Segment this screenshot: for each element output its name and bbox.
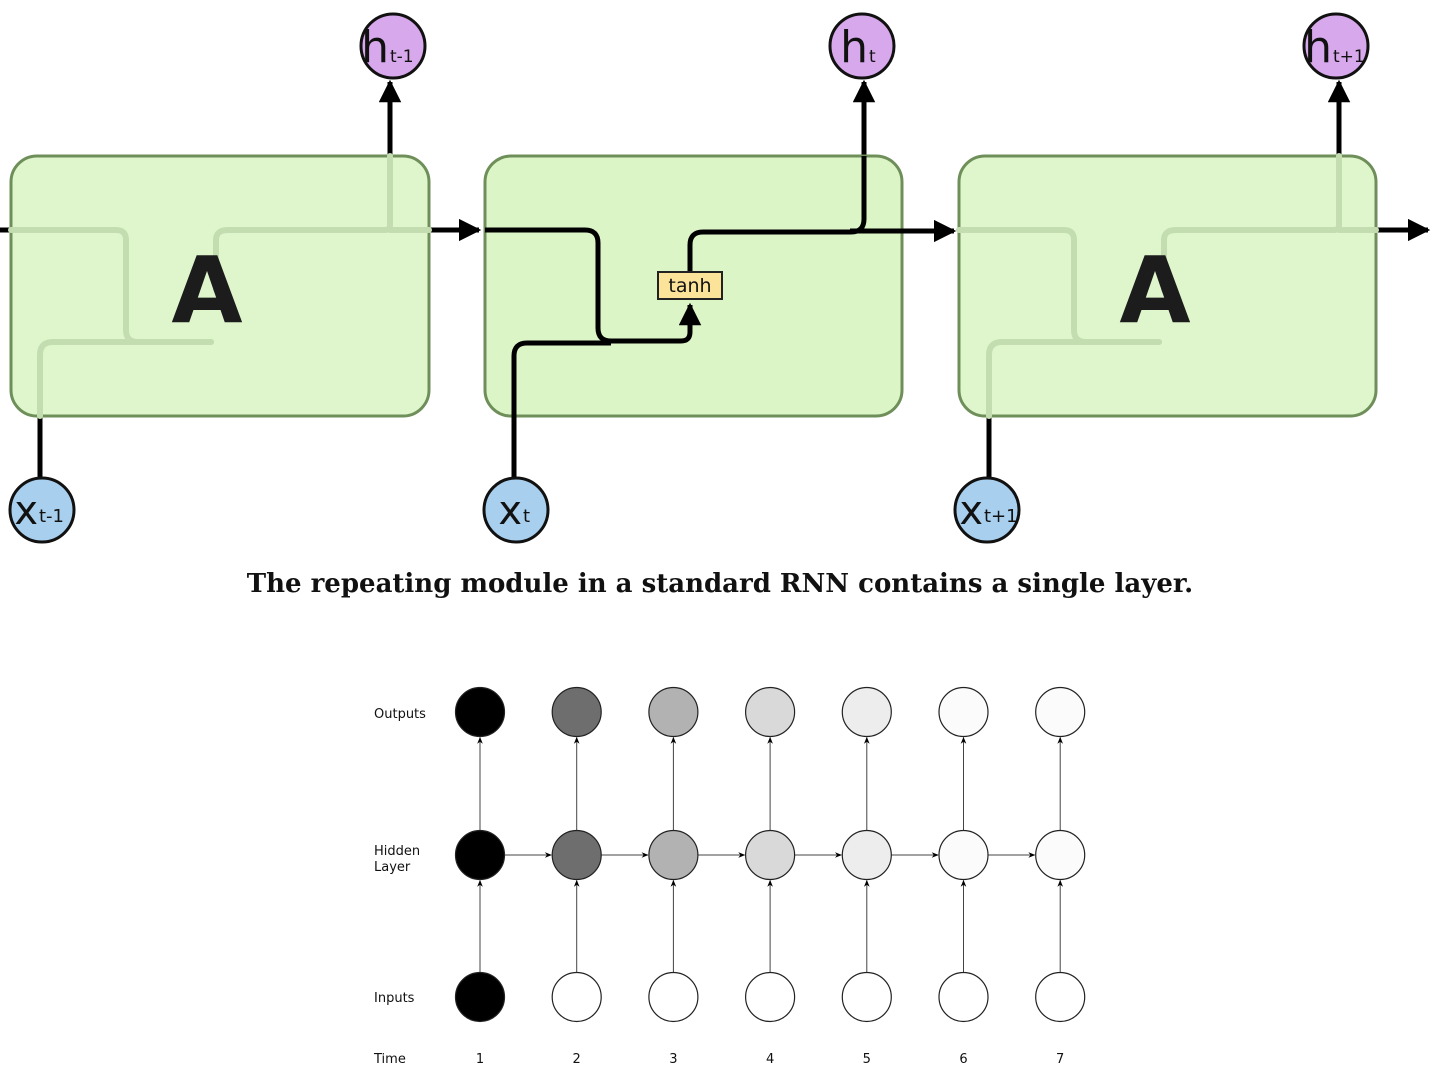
output-subscript: t+1 (1333, 47, 1365, 67)
module-label: A (1119, 237, 1190, 344)
faint-internal-wiring (956, 153, 1379, 419)
input-circle (953, 476, 1021, 544)
output-symbol: h (840, 22, 868, 73)
prev-hidden-to-tanh (485, 227, 702, 344)
hidden-node (938, 829, 989, 881)
input-circle (8, 476, 76, 544)
time-step-5: 5 (841, 686, 939, 1067)
figure-caption: The repeating module in a standard RNN c… (247, 569, 1193, 599)
unfolded-network-diagram: Outputs Hidden Layer Inputs Time 1 2 3 4 5 6 7 (373, 686, 1086, 1067)
hidden-node (551, 829, 602, 881)
row-label-outputs: Outputs (374, 707, 426, 722)
module-label: A (171, 237, 242, 344)
faint-internal-wiring (8, 153, 432, 419)
output-circle (828, 12, 896, 80)
hidden-node (454, 829, 506, 881)
output-subscript: t-1 (390, 47, 414, 67)
output-symbol: h (361, 22, 389, 73)
output-circle (359, 12, 427, 80)
time-step-3: 3 (648, 686, 746, 1067)
input-node (551, 971, 602, 1023)
input-node (454, 971, 506, 1023)
time-step-label: 4 (766, 1052, 774, 1067)
output-node (1035, 686, 1086, 738)
input-node (1035, 971, 1086, 1023)
input-node (938, 971, 989, 1023)
output-circle (1302, 12, 1370, 80)
row-label-hidden-line1: Hidden (374, 844, 420, 859)
row-label-inputs: Inputs (374, 991, 415, 1006)
input-subscript: t (523, 506, 530, 527)
tanh-box (657, 271, 723, 300)
input-subscript: t-1 (39, 506, 64, 527)
hidden-node (841, 829, 892, 881)
input-node (744, 971, 796, 1023)
output-node (841, 686, 892, 738)
tanh-label: tanh (668, 275, 711, 297)
time-step-2: 2 (551, 686, 649, 1067)
time-step-label: 5 (863, 1052, 871, 1067)
time-step-6: 6 (938, 686, 1036, 1067)
output-node (744, 686, 796, 738)
internal-wiring (485, 156, 867, 470)
input-symbol: x (959, 488, 983, 534)
input-circle (482, 476, 550, 544)
input-symbol: x (498, 488, 522, 534)
time-step-7: 7 (1035, 686, 1086, 1067)
tanh-layer: tanh (657, 271, 723, 300)
module-box (957, 154, 1378, 418)
row-label-hidden-line2: Layer (374, 860, 411, 875)
row-label-time: Time (373, 1052, 406, 1067)
module-box (9, 154, 431, 418)
output-node (454, 686, 506, 738)
output-node (551, 686, 602, 738)
time-step-label: 6 (959, 1052, 967, 1067)
input-node (841, 971, 892, 1023)
input-node (648, 971, 699, 1023)
time-step-1: 1 (454, 686, 552, 1067)
rnn-module-1: A (8, 153, 432, 419)
rnn-module-3: A (956, 153, 1379, 419)
time-step-4: 4 (744, 686, 842, 1067)
time-step-label: 7 (1056, 1052, 1064, 1067)
time-step-label: 2 (573, 1052, 581, 1067)
input-symbol: x (14, 488, 38, 534)
time-step-label: 1 (476, 1052, 484, 1067)
output-node (938, 686, 989, 738)
rnn-module-2: tanh (483, 154, 957, 470)
tanh-to-output (687, 156, 867, 272)
input-subscript: t+1 (984, 506, 1018, 527)
output-subscript: t (869, 47, 876, 67)
output-symbol: h (1304, 22, 1332, 73)
time-step-label: 3 (669, 1052, 677, 1067)
input-to-tanh (511, 340, 611, 470)
hidden-node (744, 829, 796, 881)
hidden-node (648, 829, 699, 881)
hidden-node (1035, 829, 1086, 881)
output-node (648, 686, 699, 738)
